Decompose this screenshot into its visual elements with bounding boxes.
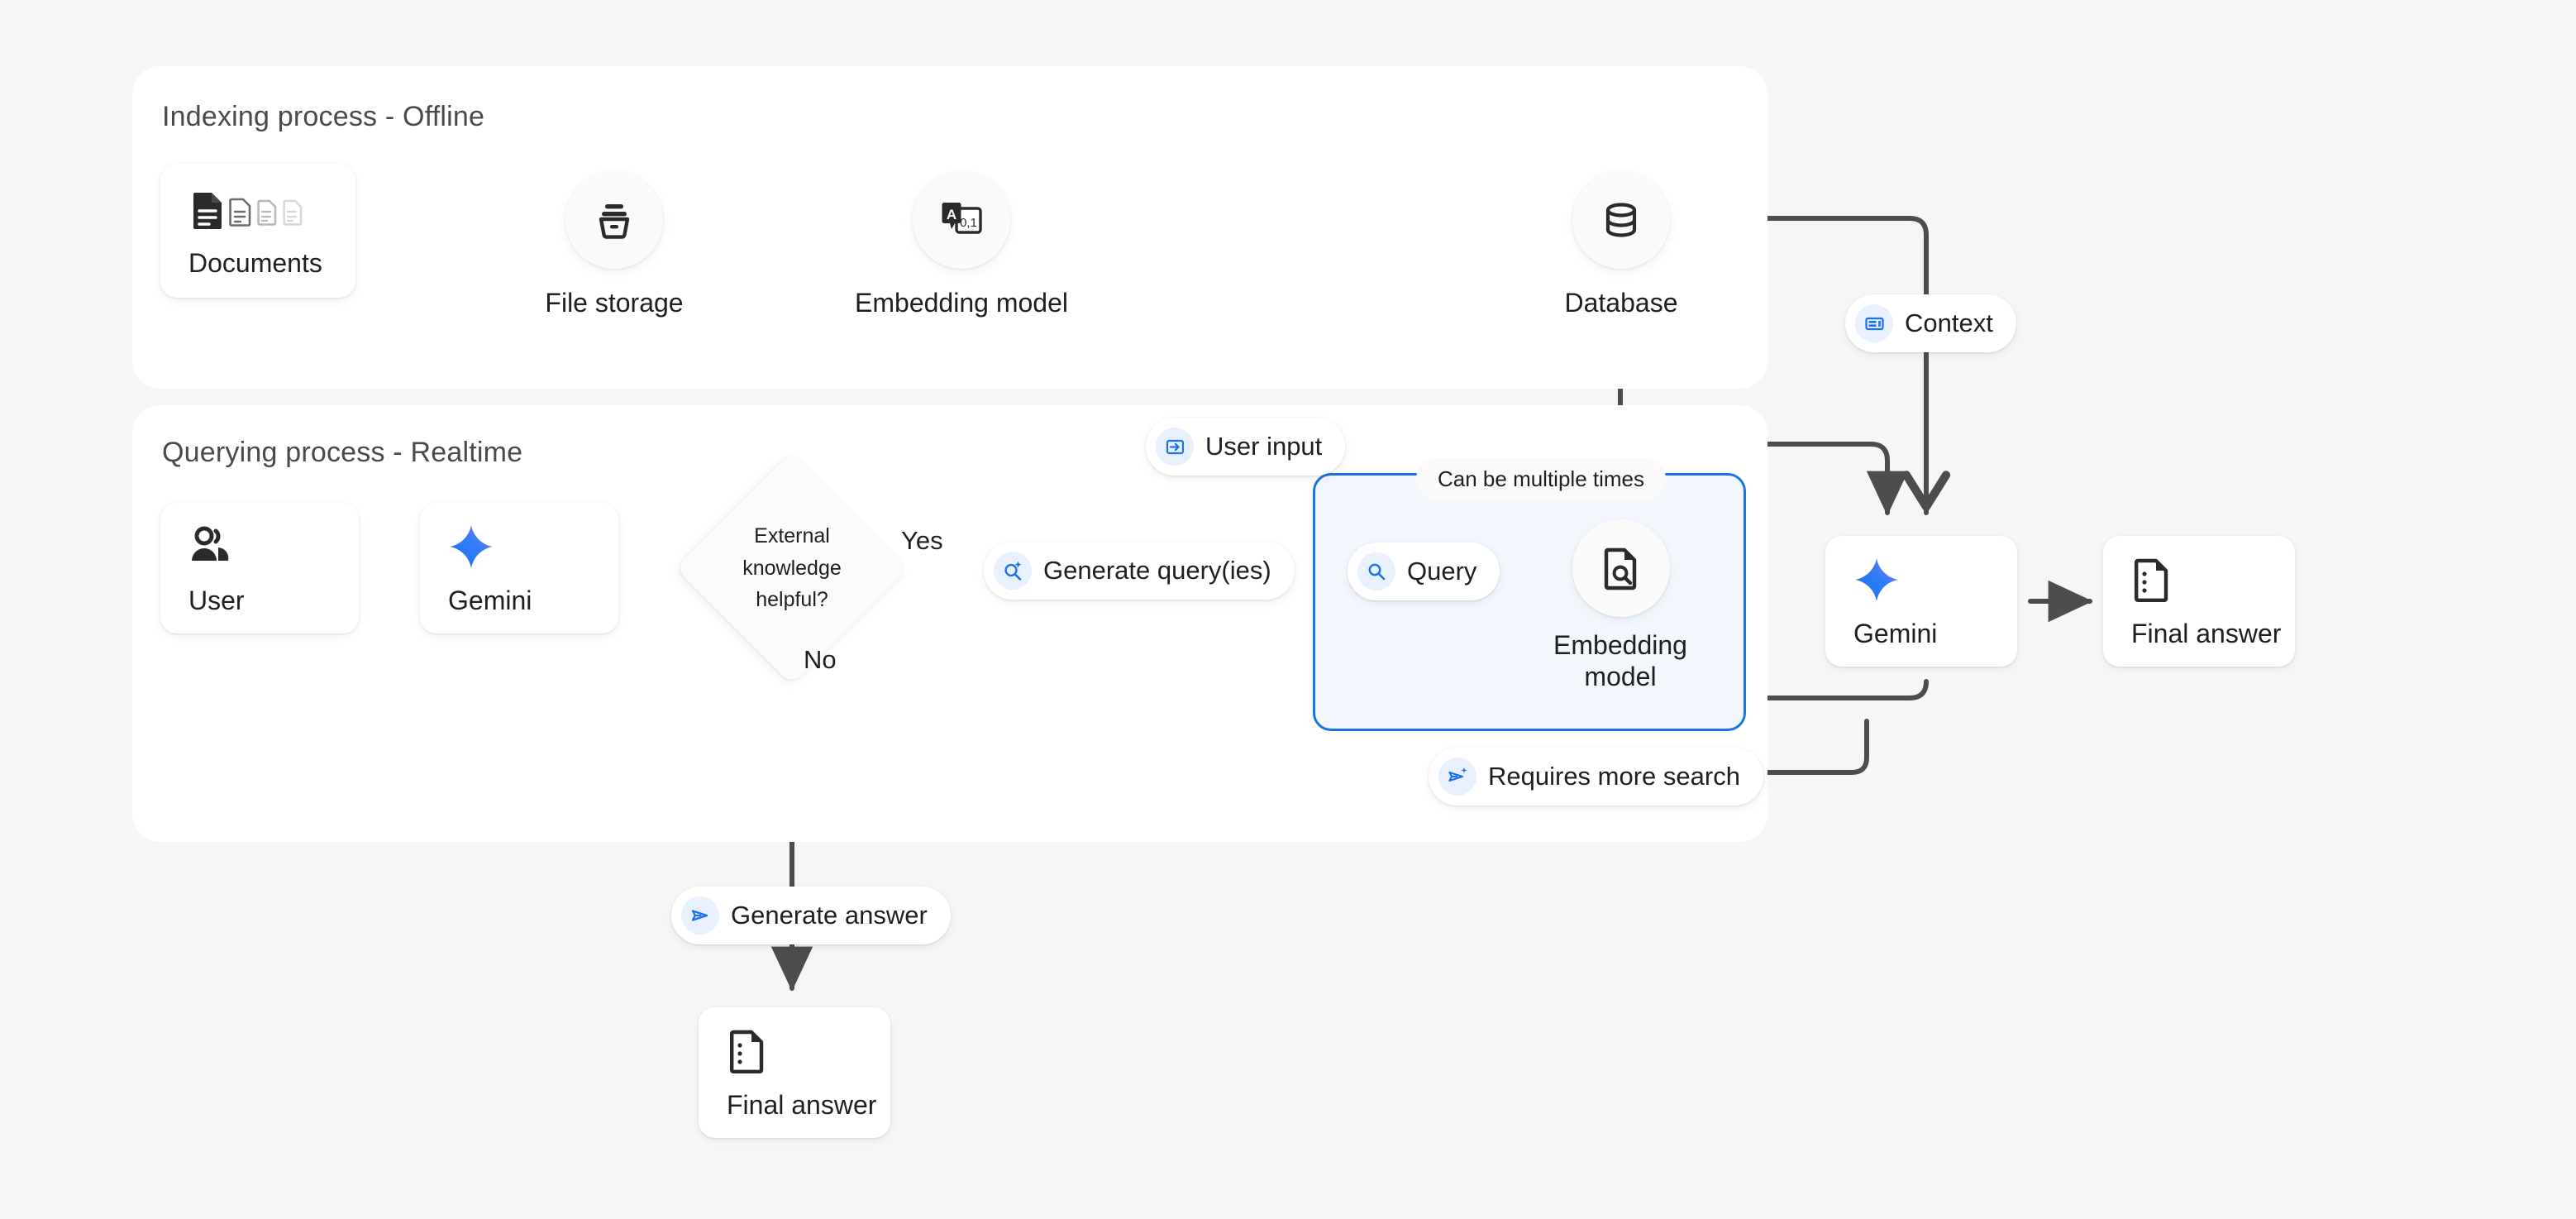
context-panel-icon <box>1855 304 1893 342</box>
node-embedding-model-2[interactable] <box>1572 519 1670 617</box>
node-final-answer-right-label: Final answer <box>2131 618 2282 648</box>
node-documents[interactable]: Documents <box>160 164 355 298</box>
answer-doc-icon <box>2131 554 2295 605</box>
badge-generate-answer[interactable]: Generate answer <box>671 887 951 944</box>
document-search-icon <box>1604 547 1637 590</box>
badge-requires-more-search[interactable]: Requires more search <box>1429 748 1763 805</box>
embedding-model-2-line-2: model <box>1584 661 1657 691</box>
node-user-label: User <box>188 585 245 615</box>
svg-text:A: A <box>947 207 956 222</box>
node-embedding-model-2-label: Embedding model <box>1513 630 1728 693</box>
edge-label-no: No <box>804 645 837 674</box>
documents-icon <box>188 184 355 235</box>
edge-label-multiple-times: Can be multiple times <box>1416 458 1666 500</box>
badge-requires-more-search-label: Requires more search <box>1488 762 1740 791</box>
panel-indexing-title: Indexing process - Offline <box>162 101 485 132</box>
node-gemini-1-label: Gemini <box>448 585 532 615</box>
node-final-answer-bottom-label: Final answer <box>727 1089 877 1120</box>
node-embedding-model-label: Embedding model <box>855 288 1068 318</box>
send-sparkle-icon <box>1438 758 1476 796</box>
badge-query[interactable]: Query <box>1348 543 1500 600</box>
node-file-storage[interactable] <box>565 171 663 269</box>
node-gemini-2-label: Gemini <box>1853 618 1938 648</box>
node-database[interactable] <box>1572 171 1670 269</box>
node-final-answer-bottom[interactable]: Final answer <box>699 1007 890 1138</box>
badge-user-input-label: User input <box>1205 432 1323 461</box>
node-user[interactable]: User <box>160 503 359 633</box>
node-gemini-2[interactable]: Gemini <box>1825 536 2017 667</box>
node-database-label: Database <box>1564 288 1678 318</box>
badge-generate-answer-label: Generate answer <box>731 901 928 930</box>
node-documents-label: Documents <box>188 247 322 278</box>
decision-line-3: helpful? <box>756 588 828 612</box>
badge-user-input[interactable]: User input <box>1146 418 1346 476</box>
gemini-spark-icon <box>1853 554 2017 605</box>
badge-context[interactable]: Context <box>1845 294 2016 352</box>
decision-line-2: knowledge <box>742 556 842 580</box>
login-arrow-icon <box>1156 428 1194 466</box>
node-file-storage-label: File storage <box>545 288 684 318</box>
archive-icon <box>599 204 630 239</box>
answer-doc-icon <box>727 1025 890 1077</box>
embedding-model-2-line-1: Embedding <box>1553 630 1687 660</box>
node-final-answer-right[interactable]: Final answer <box>2103 536 2295 667</box>
panel-querying-title: Querying process - Realtime <box>162 437 523 468</box>
badge-generate-queries-label: Generate query(ies) <box>1043 556 1271 585</box>
gemini-spark-icon <box>448 521 618 572</box>
svg-text:0,1: 0,1 <box>960 216 977 230</box>
badge-generate-queries[interactable]: Generate query(ies) <box>984 542 1295 600</box>
decision-line-1: External <box>754 523 830 547</box>
search-icon <box>1357 552 1395 590</box>
edge-label-yes: Yes <box>901 526 943 555</box>
node-embedding-model[interactable]: 0,1 A <box>913 171 1010 269</box>
send-icon <box>681 896 719 935</box>
database-icon <box>1605 203 1637 237</box>
node-gemini-1[interactable]: Gemini <box>420 503 618 633</box>
badge-context-label: Context <box>1905 308 1993 337</box>
badge-query-label: Query <box>1407 557 1477 586</box>
users-icon <box>188 521 359 572</box>
node-decision[interactable]: External knowledge helpful? <box>675 451 909 686</box>
retrieval-loop-box <box>1313 473 1746 731</box>
search-sparkle-icon <box>994 552 1032 590</box>
translate-icon: 0,1 A <box>942 203 982 234</box>
decision-label: External knowledge helpful? <box>709 485 875 651</box>
